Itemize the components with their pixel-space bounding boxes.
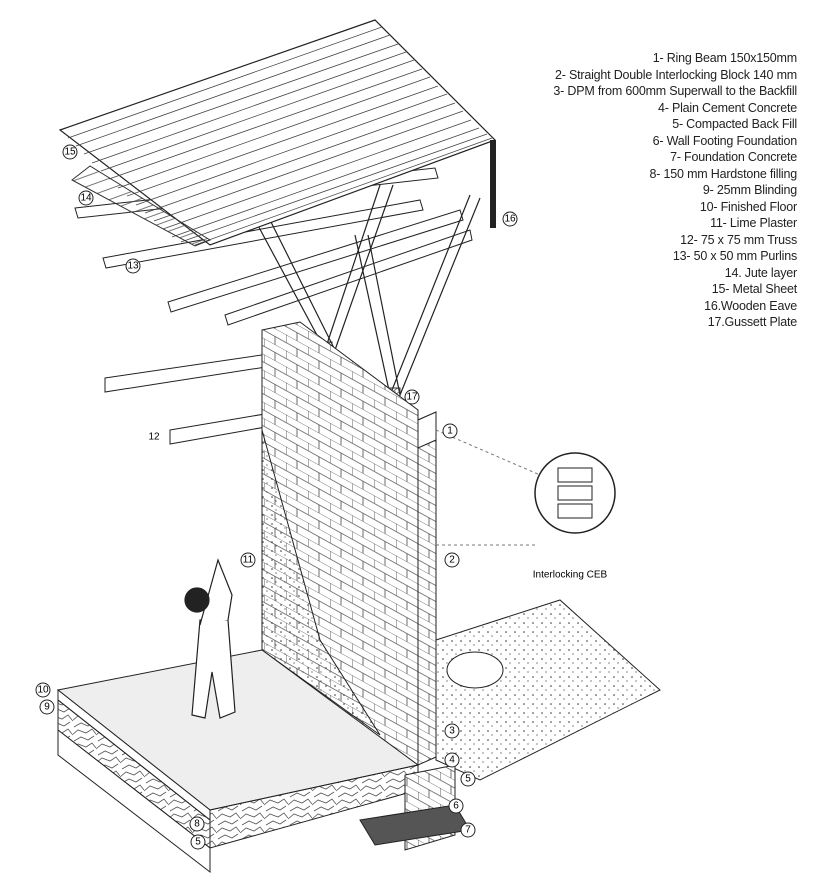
legend: 1- Ring Beam 150x150mm 2- Straight Doubl…	[553, 50, 797, 331]
callout-9: 9	[44, 702, 50, 713]
legend-item: 5- Compacted Back Fill	[672, 117, 797, 131]
legend-item: 10- Finished Floor	[699, 199, 797, 214]
callout-3: 3	[449, 726, 455, 737]
legend-item: 11- Lime Plaster	[710, 216, 797, 230]
callout-12: 12	[148, 432, 160, 443]
legend-item: 1- Ring Beam 150x150mm	[652, 51, 797, 65]
callout-1: 1	[447, 426, 453, 437]
callout-13: 13	[127, 261, 139, 272]
legend-item: 7- Foundation Concrete	[670, 150, 797, 164]
detail-label: Interlocking CEB	[533, 570, 608, 581]
rock	[446, 651, 504, 689]
ring-beam	[417, 411, 437, 449]
callout-5-left: 5	[195, 837, 201, 848]
callout-14: 14	[80, 193, 92, 204]
backfill-ground	[435, 599, 661, 781]
human-figure	[184, 558, 236, 719]
truss	[254, 184, 481, 396]
legend-item: 6- Wall Footing Foundation	[652, 133, 798, 148]
callout-2: 2	[449, 555, 455, 566]
compacted-backfill	[57, 728, 211, 874]
legend-item: 8- 150 mm Hardstone filling	[649, 166, 798, 181]
roof-corrugations	[67, 26, 493, 246]
lime-plaster	[261, 429, 381, 736]
legend-item: 16.Wooden Eave	[704, 298, 797, 313]
legend-item: 12- 75 x 75 mm Truss	[680, 232, 797, 247]
legend-item: 15- Metal Sheet	[711, 282, 797, 296]
callout-10: 10	[37, 685, 49, 696]
legend-item: 9- 25mm Blinding	[702, 183, 797, 197]
wooden-eave	[490, 140, 496, 228]
callout-5-right: 5	[465, 774, 471, 785]
legend-item: 17.Gussett Plate	[707, 315, 797, 329]
legend-item: 13- 50 x 50 mm Purlins	[672, 249, 797, 263]
callout-15: 15	[64, 147, 76, 158]
legend-item: 4- Plain Cement Concrete	[657, 100, 797, 115]
callout-17: 17	[406, 392, 418, 403]
callout-6: 6	[453, 801, 459, 812]
callout-4: 4	[449, 755, 455, 766]
callout-11: 11	[243, 555, 254, 566]
callout-16: 16	[504, 214, 516, 225]
jute-layer	[71, 165, 212, 247]
legend-item: 2- Straight Double Interlocking Block 14…	[554, 67, 797, 82]
callout-7: 7	[465, 825, 471, 836]
legend-item: 14. Jute layer	[724, 265, 797, 280]
legend-item: 3- DPM from 600mm Superwall to the Backf…	[553, 84, 797, 98]
callout-8: 8	[194, 819, 200, 830]
wall-side	[417, 411, 437, 766]
